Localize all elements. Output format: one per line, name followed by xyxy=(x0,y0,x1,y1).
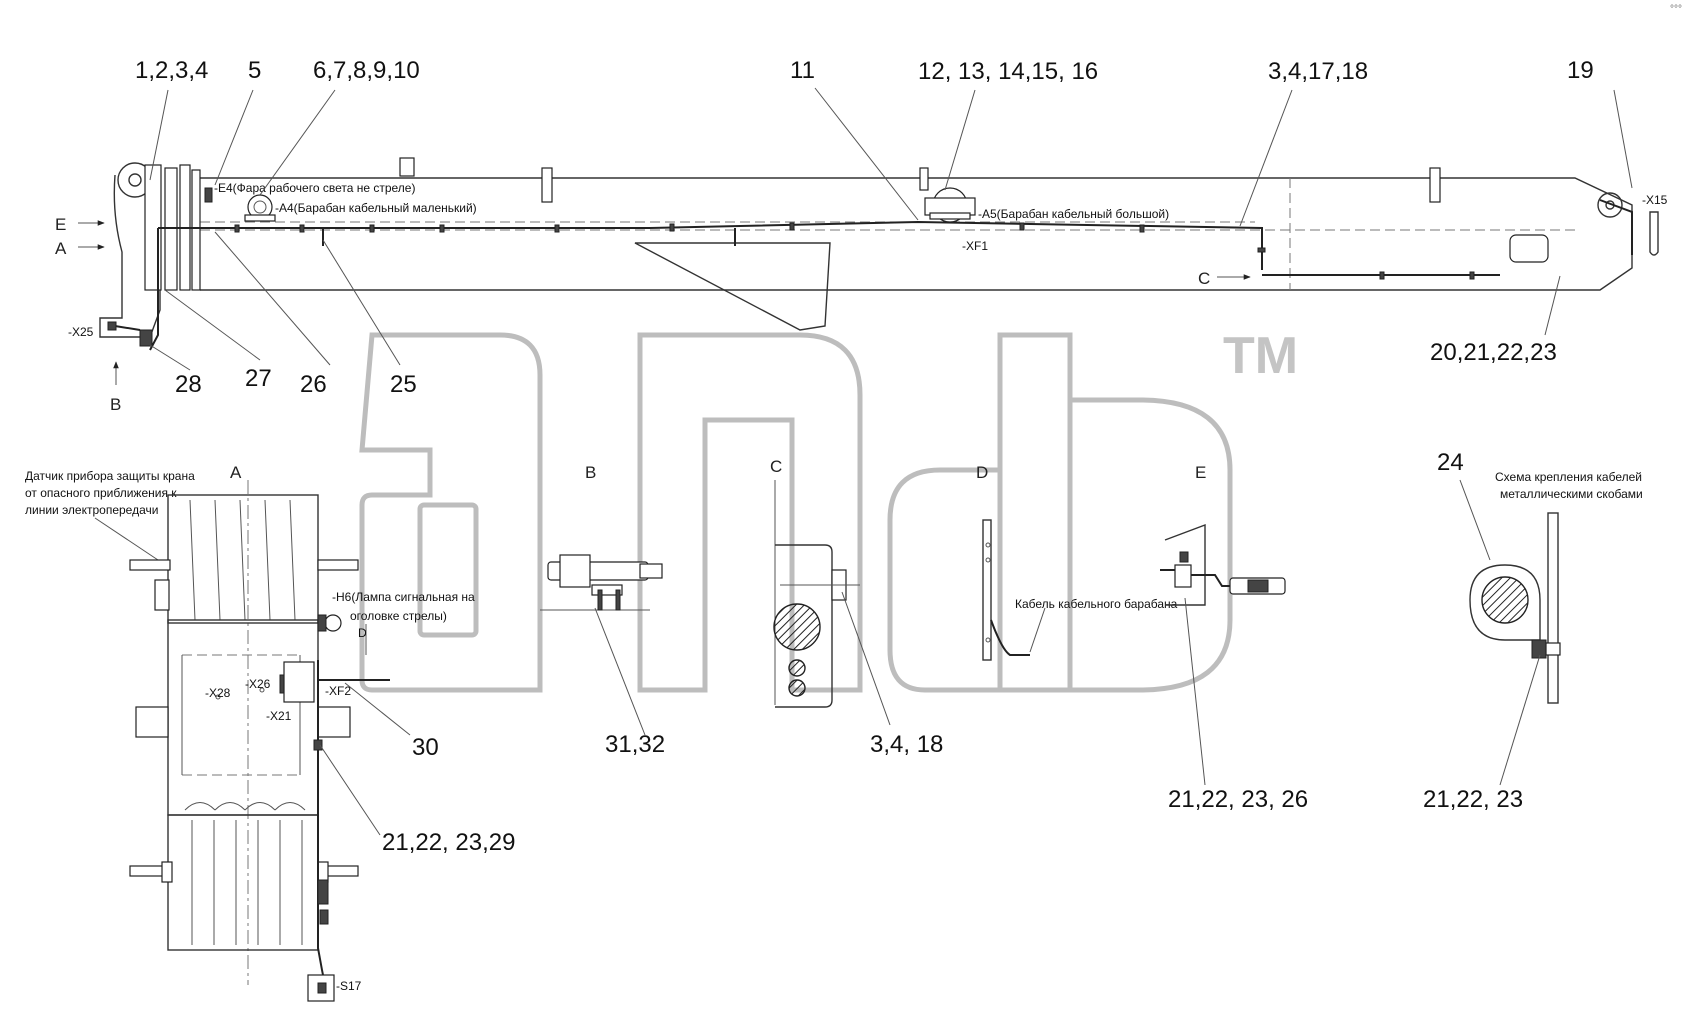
view-d: D Кабель кабельного барабана xyxy=(976,463,1178,661)
label-x25: -X25 xyxy=(68,325,94,339)
label-x28: -X28 xyxy=(205,686,231,700)
arrow-label-e: E xyxy=(55,215,66,234)
clamp-scheme-label-1: Схема крепления кабелей xyxy=(1495,470,1642,484)
arrow-label-a: A xyxy=(55,239,67,258)
label-x15: -X15 xyxy=(1642,193,1668,207)
label-e4: -E4(Фара рабочего света не стреле) xyxy=(214,181,415,195)
callout-30: 30 xyxy=(412,734,439,761)
label-x21: -X21 xyxy=(266,709,292,723)
label-x26: -X26 xyxy=(245,677,271,691)
callout-27: 27 xyxy=(245,365,272,392)
label-h6-1: -H6(Лампа сигнальная на xyxy=(332,590,475,604)
view-a: A Датчик прибора защиты крана от опасног… xyxy=(25,463,515,1002)
callout-31-32: 31,32 xyxy=(605,731,665,758)
watermark-logo: TM xyxy=(359,327,1298,693)
boom-labels: -E4(Фара рабочего света не стреле) -A4(Б… xyxy=(68,181,1668,339)
corner-mark: °°° xyxy=(1670,4,1682,15)
callout-3-4-18: 3,4, 18 xyxy=(870,731,943,758)
view-c: C 3,4, 18 xyxy=(770,457,943,758)
view-c-title: C xyxy=(770,457,782,476)
arrow-label-c: C xyxy=(1198,269,1210,288)
callout-3-4-17-18: 3,4,17,18 xyxy=(1268,58,1368,85)
callout-21-23-26: 21,22, 23, 26 xyxy=(1168,786,1308,813)
label-s17: -S17 xyxy=(336,979,362,993)
callout-25: 25 xyxy=(390,371,417,398)
label-a4: -A4(Барабан кабельный маленький) xyxy=(275,201,477,215)
boom-assembly xyxy=(99,157,1659,351)
callout-19: 19 xyxy=(1567,57,1594,84)
view-e: E 21,22, 23, 26 xyxy=(1160,463,1308,813)
callout-5: 5 xyxy=(248,57,261,84)
sensor-label-2: от опасного приближения к xyxy=(25,486,177,500)
callout-26: 26 xyxy=(300,371,327,398)
label-a5: -A5(Барабан кабельный большой) xyxy=(978,207,1169,221)
callout-24: 24 xyxy=(1437,449,1464,476)
view-24: 24 Схема крепления кабелей металлическим… xyxy=(1423,449,1643,813)
view-a-title: A xyxy=(230,463,242,482)
d-marker: D xyxy=(358,626,367,640)
callout-12-16: 12, 13, 14,15, 16 xyxy=(918,58,1098,85)
view-d-title: D xyxy=(976,463,988,482)
callout-28: 28 xyxy=(175,371,202,398)
label-h6-2: оголовке стрелы) xyxy=(350,609,447,623)
label-xf2: -XF2 xyxy=(325,684,351,698)
callout-6-10: 6,7,8,9,10 xyxy=(313,57,420,84)
callout-20-23: 20,21,22,23 xyxy=(1430,339,1557,366)
view-b-title: B xyxy=(585,463,596,482)
cable-reel-label: Кабель кабельного барабана xyxy=(1015,597,1178,611)
view-e-title: E xyxy=(1195,463,1206,482)
callout-numbers: 1,2,3,4 5 6,7,8,9,10 11 12, 13, 14,15, 1… xyxy=(135,57,1594,398)
view-b: B 31,32 xyxy=(540,463,665,758)
callout-21-22-23: 21,22, 23 xyxy=(1423,786,1523,813)
arrow-label-b: B xyxy=(110,395,121,414)
view-arrows: E A B C xyxy=(55,215,1251,414)
watermark-trademark: TM xyxy=(1223,327,1298,385)
label-xf1: -XF1 xyxy=(962,239,988,253)
callout-21-23-29: 21,22, 23,29 xyxy=(382,829,515,856)
sensor-label-1: Датчик прибора защиты крана xyxy=(25,469,195,483)
sensor-label-3: линии электропередачи xyxy=(25,503,158,517)
clamp-scheme-label-2: металлическими скобами xyxy=(1500,487,1643,501)
callout-11: 11 xyxy=(790,57,815,84)
callout-leaders xyxy=(149,87,1633,371)
callout-1-4: 1,2,3,4 xyxy=(135,57,208,84)
